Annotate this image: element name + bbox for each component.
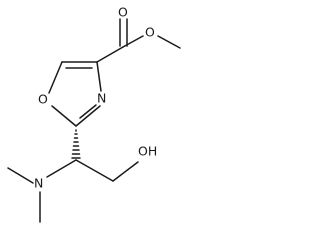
amine-nitrogen-label: N <box>34 176 43 191</box>
molecule-structure: O O O N N OH <box>7 5 181 223</box>
bond-c2-n3-a <box>75 105 101 127</box>
carbonyl-oxygen-label: O <box>118 5 128 20</box>
bond-ch2-oh <box>112 161 139 182</box>
bond-n-methyl-left <box>7 167 34 184</box>
bond-o1-c2 <box>51 105 77 127</box>
bond-oester-methyl <box>157 35 181 49</box>
ester-oxygen-label: O <box>145 25 155 40</box>
bond-stereo-ch2 <box>75 159 114 182</box>
hydroxyl-label: OH <box>138 144 157 159</box>
bond-c2-n3-b <box>79 104 97 119</box>
hashed-wedge-bond <box>71 129 81 159</box>
bond-c-oester <box>122 35 144 48</box>
ring-oxygen-label: O <box>38 92 48 107</box>
bond-c5-o1 <box>48 61 63 94</box>
bond-n3-c4 <box>96 61 102 92</box>
bond-c-c4 <box>96 46 124 63</box>
ring-nitrogen-label: N <box>97 91 106 106</box>
bond-stereo-n <box>46 159 77 178</box>
